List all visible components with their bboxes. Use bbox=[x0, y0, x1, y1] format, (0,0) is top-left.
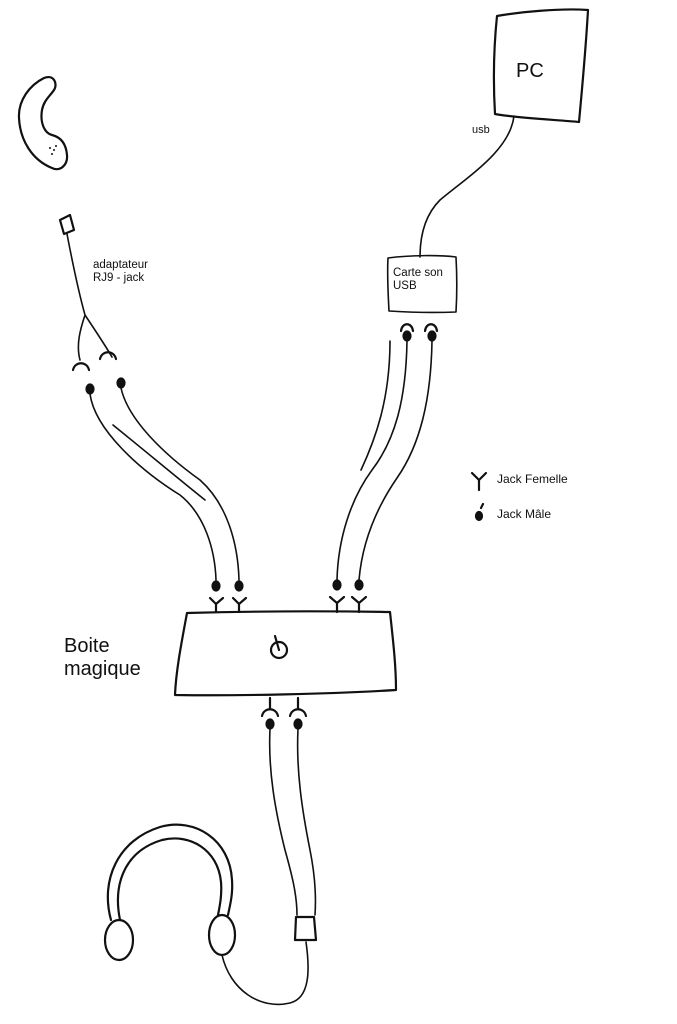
legend-female-label: Jack Femelle bbox=[497, 472, 568, 486]
box-bottom-female-jacks bbox=[260, 696, 308, 730]
rj9-plug bbox=[58, 213, 76, 236]
adapter-female-jacks bbox=[71, 351, 126, 395]
box-right-male-jacks bbox=[328, 579, 368, 614]
legend-male-label: Jack Mâle bbox=[497, 507, 552, 521]
adapter-label: adaptateur RJ9 - jack bbox=[93, 259, 148, 285]
pc-box bbox=[492, 8, 590, 124]
sound-card-cable bbox=[336, 340, 433, 581]
usb-cable bbox=[419, 115, 515, 258]
pc-label: PC bbox=[516, 60, 544, 82]
headset-cable bbox=[268, 728, 317, 916]
handset-speaker-dots bbox=[49, 145, 57, 155]
usb-label: usb bbox=[472, 124, 490, 136]
headphones bbox=[103, 823, 309, 1006]
legend-male-symbol bbox=[474, 502, 485, 522]
phone-handset bbox=[17, 76, 69, 171]
legend-female-symbol bbox=[470, 471, 488, 492]
box-switch bbox=[269, 634, 289, 660]
sound-card-box bbox=[386, 254, 458, 314]
magic-box bbox=[173, 610, 398, 697]
box-left-male-jacks bbox=[208, 580, 248, 614]
adapter-cable bbox=[66, 233, 113, 361]
sound-card-female-jacks bbox=[399, 323, 439, 342]
headset-plug bbox=[293, 915, 318, 942]
magic-box-label: Boite magique bbox=[64, 635, 141, 680]
sound-card-label: Carte son USB bbox=[393, 267, 443, 293]
adapter-to-box-cable bbox=[89, 387, 240, 581]
